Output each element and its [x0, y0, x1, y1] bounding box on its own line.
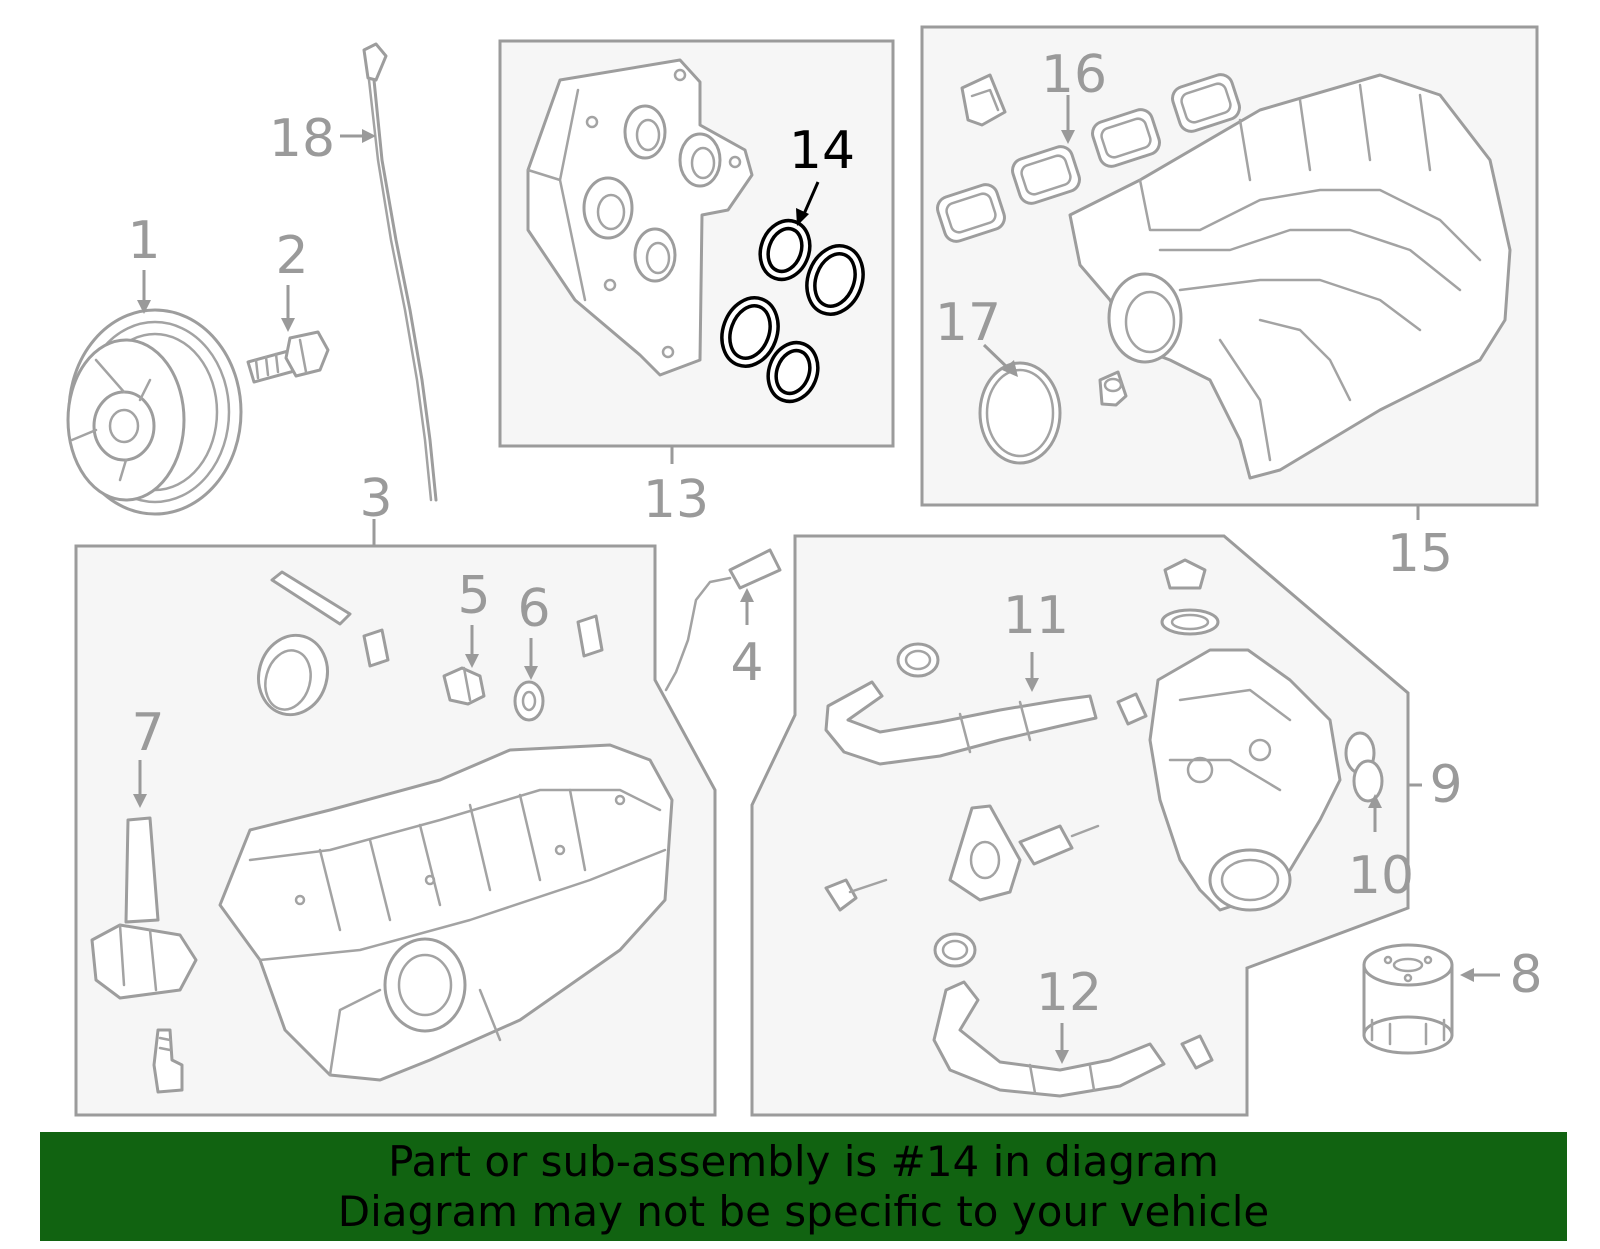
intake-manifold — [1068, 73, 1512, 480]
callout-6: 6 — [517, 579, 550, 639]
callout-10: 10 — [1348, 846, 1414, 906]
callout-16: 16 — [1041, 45, 1107, 105]
callout-12: 12 — [1036, 963, 1102, 1023]
info-banner: Part or sub-assembly is #14 in diagram D… — [40, 1132, 1567, 1241]
callout-4: 4 — [730, 633, 763, 693]
callout-arrows — [133, 95, 1500, 1064]
oil-filter-housing-seals — [1344, 731, 1384, 803]
oil-level-sensor — [90, 816, 198, 1094]
oil-cooler — [526, 58, 754, 377]
callout-3: 3 — [359, 469, 392, 529]
callout-8: 8 — [1509, 945, 1542, 1005]
oil-pan-small-parts — [257, 570, 604, 722]
oil-filter-housing — [1116, 558, 1342, 912]
banner-line-disclaimer: Diagram may not be specific to your vehi… — [337, 1186, 1270, 1236]
intake-manifold-o-ring — [978, 361, 1128, 465]
oil-pan — [218, 743, 674, 1082]
callout-9: 9 — [1429, 755, 1462, 815]
coolant-hose-lower — [932, 932, 1214, 1098]
coolant-hose-upper — [824, 642, 1098, 766]
info-banner-background — [40, 1132, 1567, 1241]
intake-manifold-gaskets — [936, 73, 1241, 243]
coolant-fittings — [824, 804, 1100, 912]
callout-11: 11 — [1003, 586, 1069, 646]
dipstick — [362, 42, 438, 502]
pulley-bolt — [246, 330, 330, 384]
callout-13: 13 — [643, 470, 709, 530]
callout-5: 5 — [457, 566, 490, 626]
callout-14: 14 — [789, 121, 855, 181]
callout-15: 15 — [1387, 524, 1453, 584]
banner-line-part: Part or sub-assembly is #14 in diagram — [388, 1136, 1219, 1186]
oil-cooler-seal-kit — [720, 218, 865, 404]
callout-1: 1 — [127, 211, 160, 271]
callout-7: 7 — [131, 703, 164, 763]
callout-18: 18 — [269, 109, 335, 169]
crankshaft-pulley — [66, 308, 243, 516]
callout-2: 2 — [275, 226, 308, 286]
oil-pressure-sensor-wire — [664, 548, 782, 692]
callout-17: 17 — [935, 293, 1001, 353]
oil-filter — [1362, 943, 1454, 1055]
